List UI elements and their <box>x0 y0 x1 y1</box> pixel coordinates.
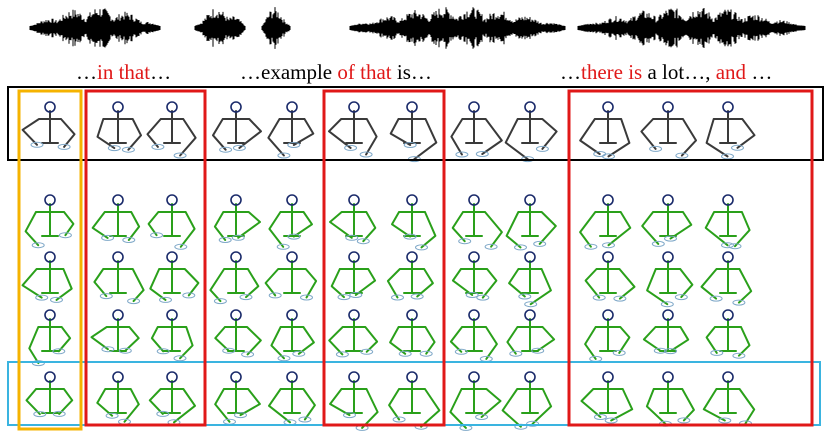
generated-skeleton <box>389 309 436 357</box>
generated-skeleton <box>449 309 498 362</box>
generated-skeleton <box>501 371 553 430</box>
generated-skeleton <box>147 194 196 250</box>
generated-skeleton <box>150 309 194 362</box>
generated-skeleton <box>506 309 556 357</box>
generated-skeleton <box>28 309 72 367</box>
highlighted-word: of that <box>337 60 392 84</box>
caption-text: … <box>76 60 97 84</box>
generated-skeleton <box>584 251 636 302</box>
highlight-column-frame-3 <box>322 89 446 427</box>
generated-skeleton <box>704 194 751 250</box>
generated-skeleton <box>580 371 634 424</box>
generated-skeleton <box>702 371 756 427</box>
generated-skeleton <box>505 194 557 251</box>
generated-skeleton <box>209 251 260 305</box>
skeleton-grid <box>21 101 756 431</box>
reference-skeleton <box>579 101 631 160</box>
reference-skeleton <box>504 101 558 163</box>
generated-skeleton <box>579 194 632 250</box>
reference-skeleton <box>146 101 197 159</box>
generated-skeleton <box>328 309 379 358</box>
generated-skeleton <box>451 194 503 250</box>
generated-skeleton <box>645 371 695 427</box>
caption-text: … <box>560 60 581 84</box>
highlighted-word: in that <box>97 60 151 84</box>
reference-skeleton <box>212 101 262 153</box>
transcript-segment-1: …in that… <box>76 60 171 84</box>
generated-skeleton <box>386 251 434 301</box>
generated-skeleton <box>214 309 262 358</box>
reference-skeleton <box>450 101 503 158</box>
generated-skeleton <box>90 309 140 354</box>
highlighted-word: and <box>715 60 747 84</box>
caption-text: …example <box>240 60 338 84</box>
reference-skeleton <box>640 101 697 159</box>
transcript-segment-3: …there is a lot…, and … <box>560 60 772 84</box>
generated-skeleton <box>264 251 318 301</box>
generated-skeleton <box>451 251 498 301</box>
generated-skeleton <box>268 371 316 426</box>
reference-skeleton <box>389 101 438 163</box>
generated-skeleton <box>21 251 73 303</box>
reference-skeleton <box>96 101 142 153</box>
generated-skeleton <box>149 251 200 303</box>
caption-text: … <box>746 60 773 84</box>
generated-skeleton <box>391 194 437 251</box>
transcript-segment-2: …example of that is… <box>240 60 432 84</box>
caption-text: a lot…, <box>642 60 716 84</box>
generated-skeleton <box>329 371 379 431</box>
generated-skeleton <box>91 194 141 243</box>
generated-skeleton <box>646 251 694 308</box>
generated-skeleton <box>330 251 377 301</box>
generated-skeleton <box>25 371 74 418</box>
highlight-column-frame-4 <box>567 89 814 427</box>
reference-skeleton <box>21 101 76 150</box>
generated-skeleton <box>508 251 552 308</box>
generated-skeleton <box>148 371 196 426</box>
caption-text: is… <box>391 60 432 84</box>
generated-skeleton <box>642 309 690 355</box>
highlighted-word: there is <box>581 60 643 84</box>
highlight-column-frame-1 <box>17 89 83 431</box>
generated-skeleton <box>213 194 261 243</box>
highlight-column-frame-2 <box>84 89 207 427</box>
reference-skeleton <box>267 101 315 159</box>
generated-skeleton <box>24 194 75 249</box>
generated-skeleton <box>329 194 377 245</box>
reference-row-frame <box>7 86 824 161</box>
generated-skeleton <box>641 194 693 247</box>
generated-skeleton <box>700 251 753 306</box>
generated-skeleton <box>93 251 145 305</box>
generated-skeleton <box>705 309 751 359</box>
generated-skeleton <box>268 194 313 250</box>
caption-text: … <box>150 60 172 84</box>
audio-waveform <box>29 7 806 49</box>
waveform-trace <box>29 7 806 49</box>
generated-skeleton <box>270 309 315 362</box>
generated-skeleton <box>449 371 502 431</box>
generated-skeleton <box>214 371 261 425</box>
reference-skeleton <box>705 101 756 160</box>
generated-skeleton <box>584 309 631 362</box>
generated-skeleton <box>96 371 140 425</box>
reference-skeleton <box>328 101 378 158</box>
generated-skeleton <box>388 371 441 430</box>
